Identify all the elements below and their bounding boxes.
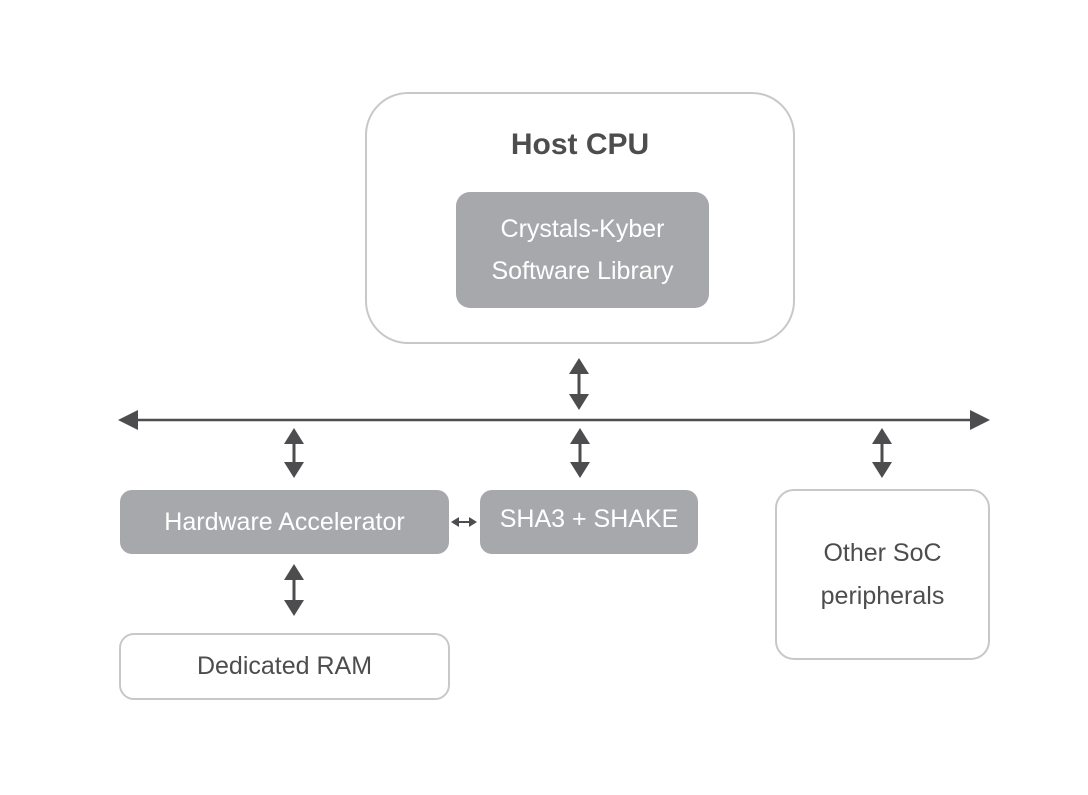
hardware-accelerator-label: Hardware Accelerator	[164, 507, 405, 536]
accelerator-ram-arrow	[284, 564, 304, 616]
dedicated-ram-box	[119, 633, 450, 700]
bus-accelerator-arrow	[284, 428, 304, 478]
sha3-shake-label: SHA3 + SHAKE	[499, 504, 679, 533]
kyber-library-box	[456, 192, 709, 308]
kyber-library-label: Crystals-Kyber Software Library	[491, 215, 674, 285]
sha3-shake-box	[480, 490, 698, 554]
bus-sha3-arrow	[570, 428, 590, 478]
other-soc-label: Other SoC peripherals	[820, 538, 945, 610]
host-cpu-title: Host CPU	[510, 128, 650, 161]
dedicated-ram-label: Dedicated RAM	[196, 652, 373, 680]
hardware-accelerator-box	[120, 490, 449, 554]
other-soc-box	[775, 489, 990, 660]
system-bus	[118, 410, 990, 430]
accelerator-sha3-arrow	[451, 517, 477, 527]
host-bus-arrow	[569, 358, 589, 410]
bus-soc-arrow	[872, 428, 892, 478]
